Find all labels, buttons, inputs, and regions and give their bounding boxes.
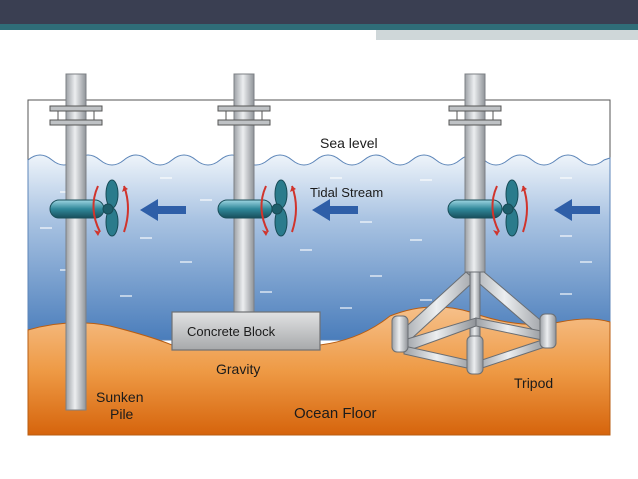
slide-title-bar	[0, 0, 638, 24]
nacelle-1	[49, 199, 105, 219]
sunken-pile-label-line2: Pile	[110, 406, 134, 422]
stream-arrow-2	[312, 199, 358, 221]
pole-1-platform	[49, 105, 103, 126]
pole-3-platform	[448, 105, 502, 126]
slide-accent-tab	[376, 30, 638, 40]
sunken-pile-structure	[49, 73, 129, 411]
rotation-arrow-2	[260, 185, 269, 233]
rotor-1	[102, 179, 119, 237]
pole-1	[65, 73, 87, 411]
ocean-floor-label: Ocean Floor	[294, 405, 377, 422]
gravity-structure	[171, 73, 321, 351]
concrete-block	[171, 311, 321, 351]
tripod-frame	[391, 271, 557, 375]
stream-arrow-1	[140, 199, 186, 221]
tidal-stream-arrows	[140, 199, 600, 221]
tripod-structure	[391, 73, 557, 375]
nacelle-2	[217, 199, 273, 219]
rotation-arrow-1	[92, 185, 101, 233]
nacelle-3	[447, 199, 503, 219]
rotor-2	[271, 179, 288, 237]
stream-arrow-3	[554, 199, 600, 221]
tripod-label: Tripod	[514, 375, 553, 391]
rotation-arrow-3	[491, 185, 500, 233]
rotor-3	[502, 179, 519, 237]
sea-level-label: Sea level	[320, 135, 378, 151]
pole-3	[464, 73, 486, 275]
tidal-stream-label: Tidal Stream	[310, 185, 383, 200]
gravity-label: Gravity	[216, 361, 260, 377]
sunken-pile-label-line1: Sunken	[96, 389, 143, 405]
slide-accent-stripe	[0, 24, 638, 30]
water-ripples	[40, 177, 592, 309]
concrete-block-label: Concrete Block	[187, 324, 276, 339]
ocean-floor	[27, 306, 611, 436]
pole-2-platform	[217, 105, 271, 126]
